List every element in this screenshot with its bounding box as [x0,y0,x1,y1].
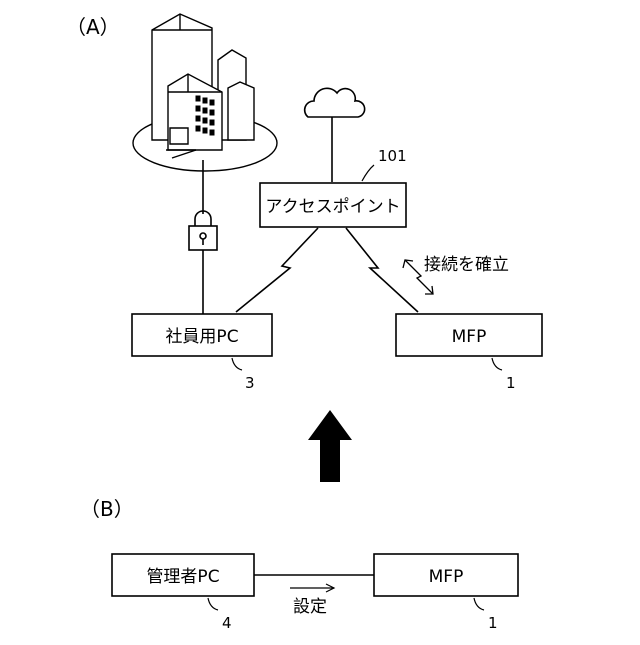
employee-pc-ref: 3 [245,374,255,392]
panel-a-label: （A） [66,15,120,39]
access-point-ref: 101 [378,147,407,165]
mfp-ref-a: 1 [506,374,516,392]
wireless-link-pc [236,228,318,312]
mfp-ref-b: 1 [488,614,498,632]
cloud-icon [305,88,365,117]
admin-pc-leader [208,598,218,610]
office-building-icon [133,14,277,171]
admin-pc-ref: 4 [222,614,232,632]
mfp-leader-a [492,358,502,370]
wireless-link-mfp [346,228,418,312]
transition-arrow-icon [308,410,352,482]
setting-label: 設定 [293,597,327,617]
admin-pc-label: 管理者PC [146,567,219,587]
access-point-label: アクセスポイント [265,197,400,217]
employee-pc-label: 社員用PC [165,327,238,347]
mfp-label-b: MFP [429,567,464,587]
setting-arrow-icon [290,584,334,592]
mfp-leader-b [474,598,484,610]
connection-label: 接続を確立 [424,255,509,275]
mfp-label-a: MFP [452,327,487,347]
lock-icon [189,211,217,250]
employee-pc-leader [232,358,242,370]
access-point-leader [362,165,374,181]
panel-b-label: （B） [80,497,134,521]
